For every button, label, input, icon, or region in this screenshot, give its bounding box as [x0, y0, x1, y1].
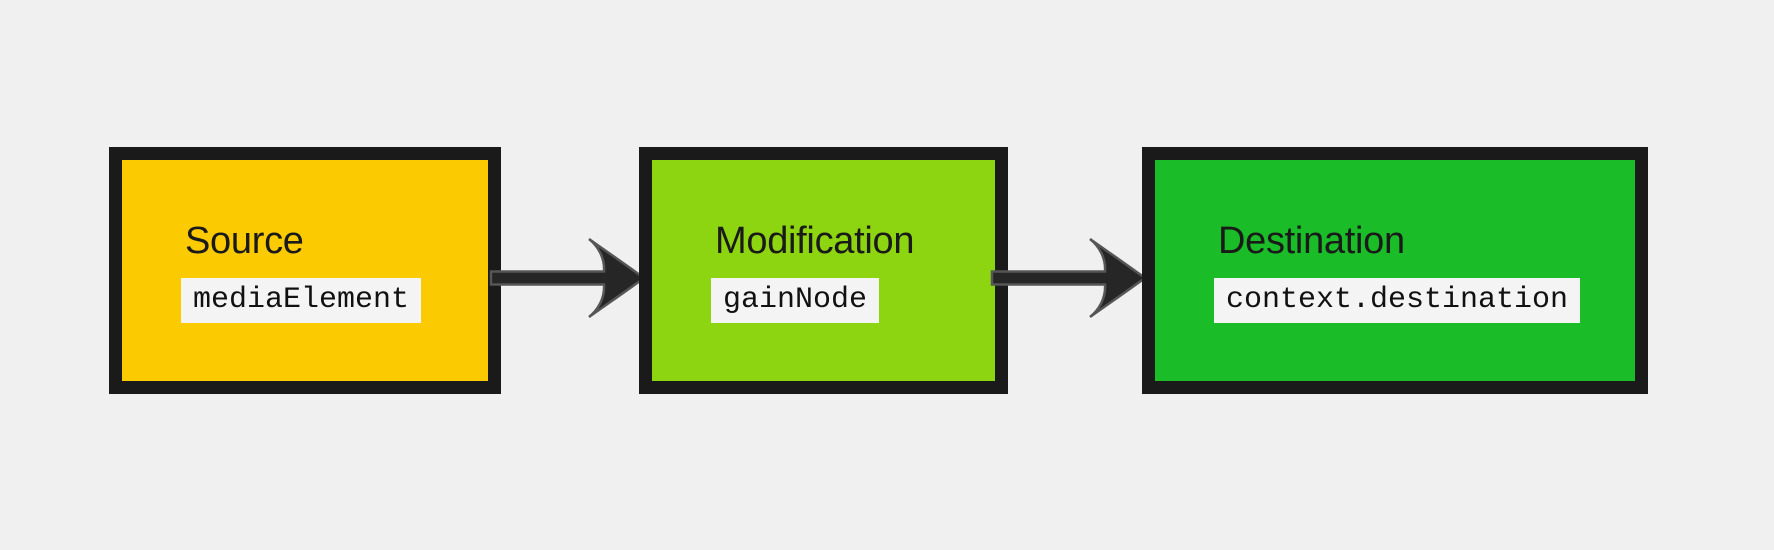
- node-source: Source mediaElement: [109, 147, 501, 394]
- node-title: Destination: [1218, 220, 1405, 262]
- node-code-chip: gainNode: [711, 278, 880, 323]
- arrow-right-icon: [489, 237, 647, 319]
- arrow-shape: [992, 239, 1145, 317]
- arrow-shape: [491, 239, 644, 317]
- node-code-chip: mediaElement: [181, 278, 422, 323]
- node-title: Modification: [715, 220, 915, 262]
- node-title: Source: [185, 220, 304, 262]
- node-code-chip: context.destination: [1214, 278, 1581, 323]
- arrow-right-icon: [990, 237, 1148, 319]
- node-destination: Destination context.destination: [1142, 147, 1648, 394]
- node-modification: Modification gainNode: [639, 147, 1008, 394]
